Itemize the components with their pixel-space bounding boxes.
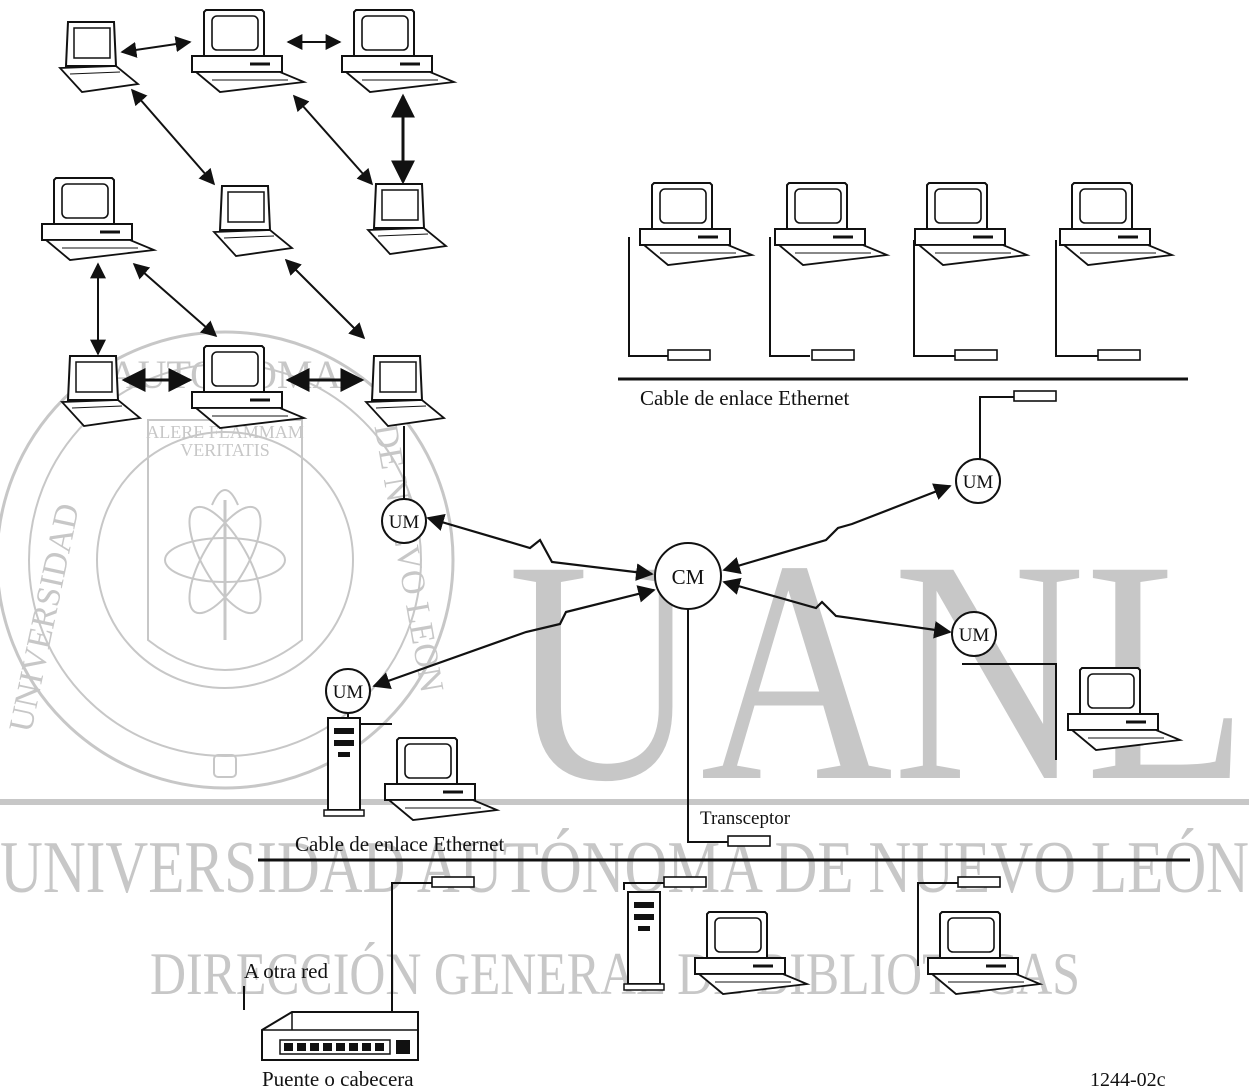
server-tower-icon xyxy=(623,891,665,991)
um-node-right-top: UM xyxy=(955,458,1001,504)
um-node-label: UM xyxy=(333,682,364,703)
desktop-computer-icon xyxy=(190,8,306,94)
server-tower-icon xyxy=(323,717,365,817)
wireless-peer-network xyxy=(40,8,456,500)
um-left-workstation xyxy=(323,713,499,822)
laptop-computer-icon xyxy=(367,183,447,255)
desktop-computer-icon xyxy=(340,8,456,94)
otra-red-label: A otra red xyxy=(244,959,328,983)
laptop-computer-icon xyxy=(213,185,293,257)
library-watermark: DIRECCIÓN GENERAL DE BIBLIOTECAS xyxy=(150,941,1080,1007)
seal-motto-line1: ALERE FLAMMAM xyxy=(146,422,304,442)
ethernet-cable-bottom-label: Cable de enlace Ethernet xyxy=(295,832,504,856)
transceiver-icon xyxy=(811,349,855,361)
um-node-lower-left: UM xyxy=(325,668,371,714)
university-watermark: UNIVERSIDAD AUTÓNOMA DE NUEVO LEÓN xyxy=(0,827,1249,909)
um-node-label: UM xyxy=(959,625,990,646)
figure-code: 1244-02c xyxy=(1090,1069,1166,1091)
desktop-computer-icon xyxy=(1058,181,1174,267)
laptop-computer-icon xyxy=(59,21,139,93)
seal-motto-line2: VERITATIS xyxy=(180,440,270,460)
desktop-computer-icon xyxy=(913,181,1029,267)
transceiver-icon xyxy=(1097,349,1141,361)
ethernet-lan-bottom: Transceptor xyxy=(258,609,1190,1012)
um-node-right-bottom: UM xyxy=(951,611,997,657)
laptop-computer-icon xyxy=(365,355,445,427)
transceiver-icon xyxy=(954,349,998,361)
um-node-label: UM xyxy=(389,512,420,533)
desktop-computer-icon xyxy=(40,176,156,262)
transceptor-label: Transceptor xyxy=(700,808,791,829)
um-node-label: UM xyxy=(963,472,994,493)
transceiver-icon xyxy=(663,876,707,888)
transceiver-icon xyxy=(1013,390,1057,402)
transceiver-icon xyxy=(957,876,1001,888)
desktop-computer-icon xyxy=(638,181,754,267)
transceiver-icon xyxy=(431,876,475,888)
um-right-workstation xyxy=(962,663,1182,760)
watermark: UNIVERSIDAD AUTONOMA DE NUEVO LEON ALERE… xyxy=(0,330,1249,1007)
desktop-computer-icon xyxy=(773,181,889,267)
transceptor-icon xyxy=(727,835,771,847)
seal-ring-left: UNIVERSIDAD xyxy=(2,500,86,735)
seal-ring-right: DE NUEVO LEON xyxy=(367,421,451,695)
transceiver-icon xyxy=(667,349,711,361)
um-node-upper-left: UM xyxy=(381,498,427,544)
bridge-headend: A otra red Puente o cabecera xyxy=(243,959,419,1091)
cm-node: CM xyxy=(654,542,722,610)
cm-node-label: CM xyxy=(672,565,705,589)
puente-label: Puente o cabecera xyxy=(262,1067,414,1091)
desktop-computer-icon xyxy=(383,736,499,822)
wireless-links xyxy=(372,483,952,689)
ethernet-cable-top-label: Cable de enlace Ethernet xyxy=(640,386,849,410)
peer-links xyxy=(90,34,415,392)
ethernet-lan-top: Cable de enlace Ethernet xyxy=(618,181,1188,463)
